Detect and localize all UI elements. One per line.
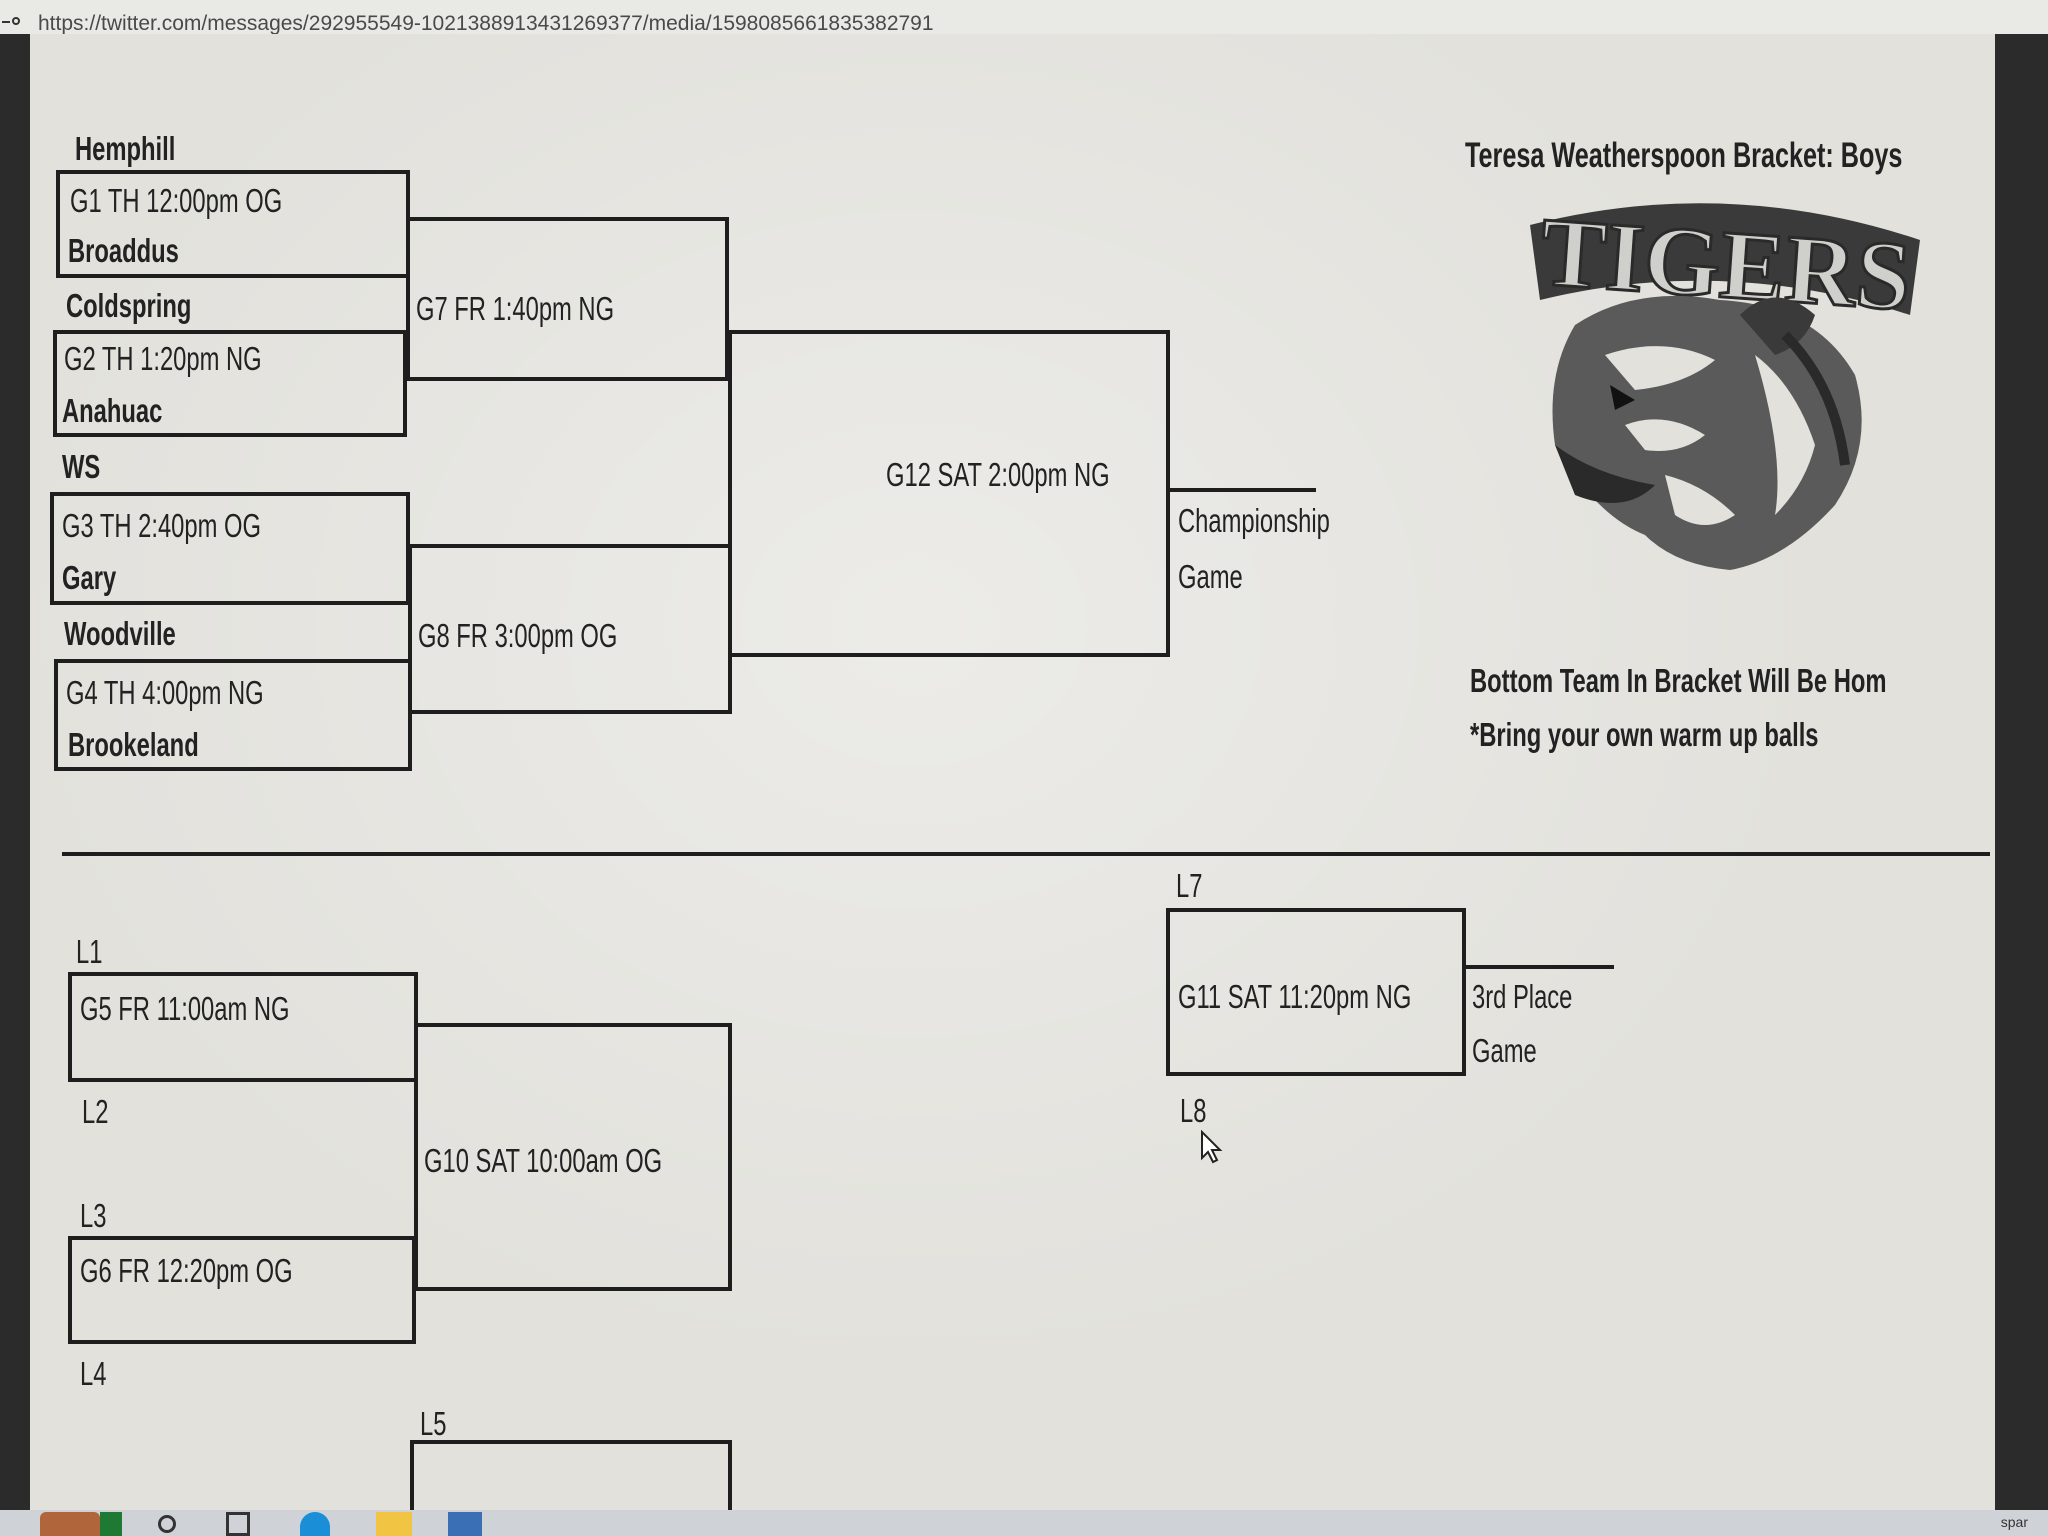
team-hemphill: Hemphill [75,130,175,168]
note-home-team: Bottom Team In Bracket Will Be Hom [1470,662,1887,700]
tray-text[interactable]: spar [2001,1514,2028,1530]
third-place-line [1462,965,1614,969]
folder-icon[interactable] [376,1512,412,1536]
championship-label-2: Game [1178,558,1243,596]
note-warmup-balls: *Bring your own warm up balls [1470,716,1819,754]
team-coldspring: Coldspring [66,287,191,325]
task-view-icon[interactable] [226,1512,250,1536]
team-brookeland: Brookeland [68,726,199,764]
championship-label-1: Championship [1178,502,1330,540]
game-label-g3: G3 TH 2:40pm OG [62,507,261,545]
game-label-g1: G1 TH 12:00pm OG [70,182,282,220]
team-woodville: Woodville [64,615,176,653]
loser-l7: L7 [1176,867,1202,905]
cursor-icon [1200,1130,1224,1164]
team-gary: Gary [62,559,116,597]
search-icon[interactable] [158,1515,176,1533]
loser-l5: L5 [420,1405,446,1443]
tiger-logo: TIGERS [1515,185,1935,575]
team-ws: WS [62,448,100,486]
edge-icon[interactable] [300,1512,330,1536]
bracket-title: Teresa Weatherspoon Bracket: Boys [1465,136,1902,176]
third-place-label-1: 3rd Place [1472,978,1572,1016]
url-text[interactable]: https://twitter.com/messages/292955549-1… [38,12,934,36]
browser-address-bar[interactable]: https://twitter.com/messages/292955549-1… [0,0,2048,34]
team-broaddus: Broaddus [68,232,179,270]
team-anahuac: Anahuac [62,392,162,430]
game-label-g5: G5 FR 11:00am NG [80,990,290,1028]
tiger-head [1553,296,1862,570]
app-icon[interactable] [100,1512,122,1536]
taskbar: spar [0,1510,2048,1536]
game-label-g8: G8 FR 3:00pm OG [418,617,617,655]
loser-l3: L3 [80,1197,106,1235]
game-box-g9-partial [410,1440,732,1510]
third-place-label-2: Game [1472,1032,1537,1070]
game-label-g7: G7 FR 1:40pm NG [416,290,614,328]
game-label-g10: G10 SAT 10:00am OG [424,1142,662,1180]
bracket-divider [62,852,1990,856]
loser-l4: L4 [80,1355,106,1393]
loser-l2: L2 [82,1093,108,1131]
game-label-g4: G4 TH 4:00pm NG [66,674,264,712]
championship-line [1166,488,1316,492]
game-label-g11: G11 SAT 11:20pm NG [1178,978,1411,1016]
loser-l1: L1 [76,933,102,971]
link-icon[interactable] [2,17,22,29]
game-label-g12: G12 SAT 2:00pm NG [886,456,1110,494]
game-label-g6: G6 FR 12:20pm OG [80,1252,293,1290]
loser-l8: L8 [1180,1092,1206,1130]
store-icon[interactable] [448,1512,482,1536]
app-icon[interactable] [40,1512,100,1536]
game-label-g2: G2 TH 1:20pm NG [64,340,262,378]
